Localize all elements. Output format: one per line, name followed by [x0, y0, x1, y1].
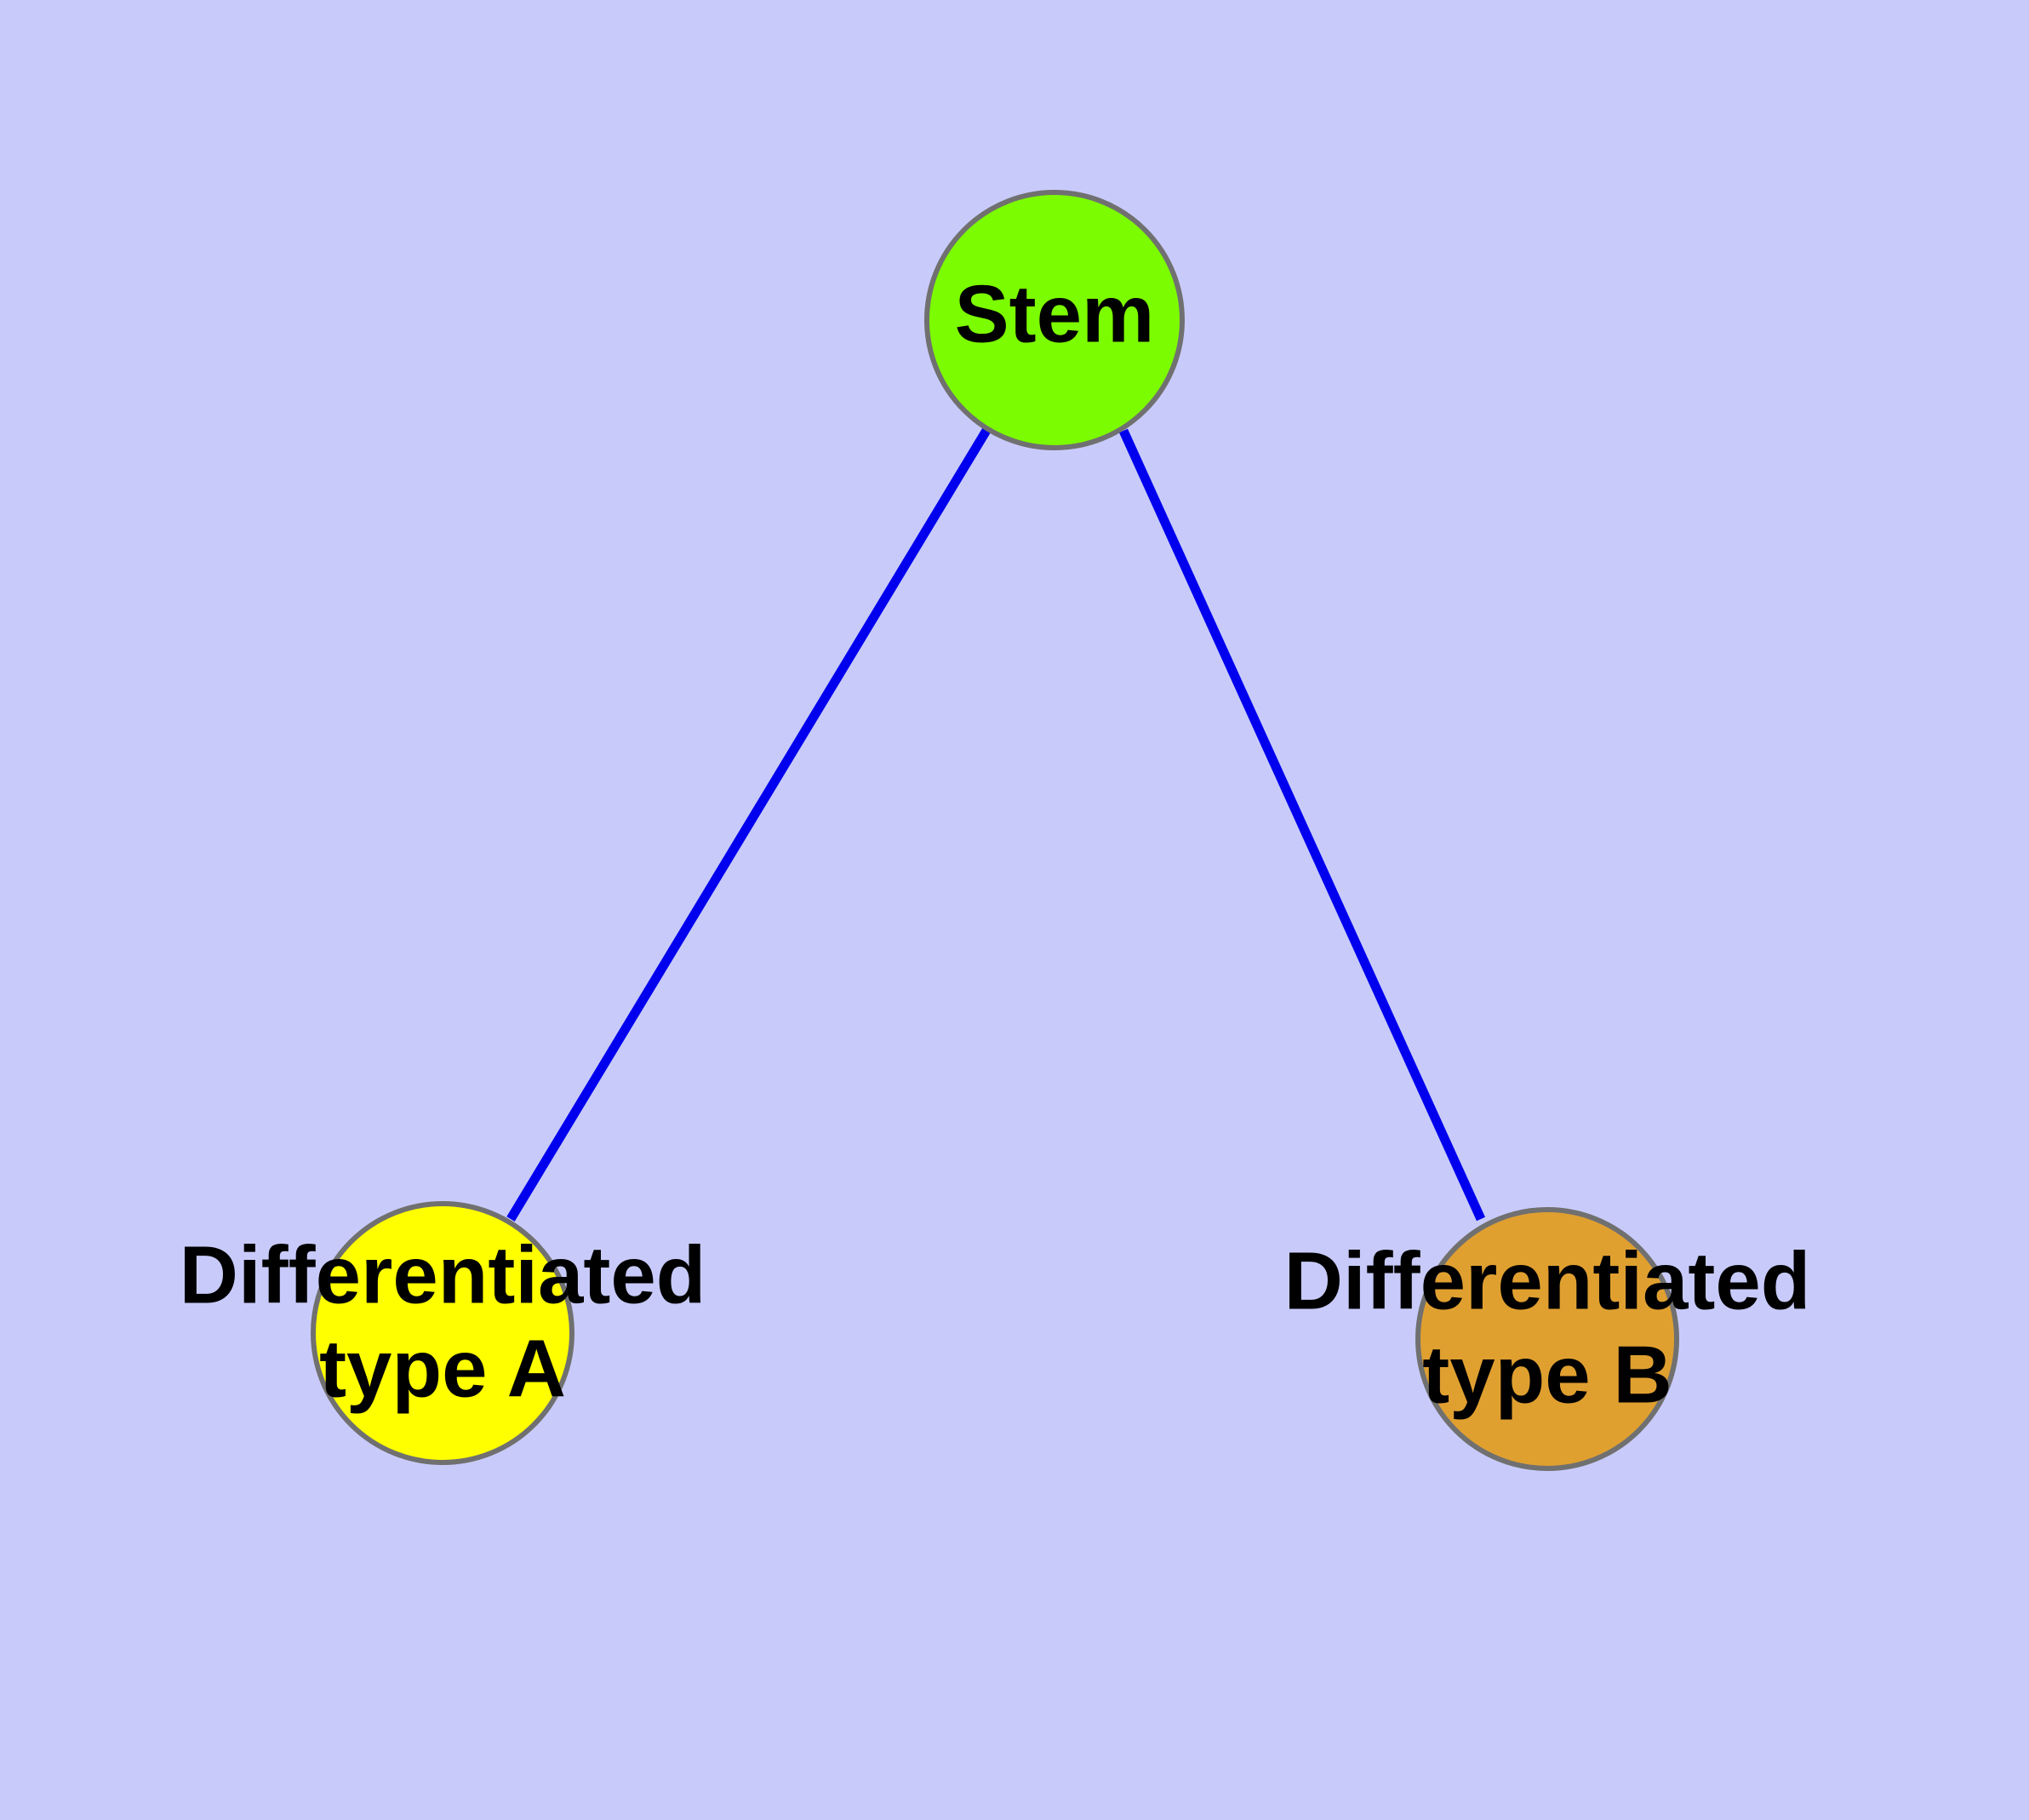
node-stem-label-line-1: Stem: [955, 268, 1155, 359]
node-differentiated-type-b-label-line-1: Differentiated: [1284, 1235, 1811, 1326]
node-differentiated-type-a-label-line-2: type A: [319, 1323, 566, 1414]
edges-group: [506, 426, 1486, 1222]
node-differentiated-type-b-circle[interactable]: [1415, 1207, 1679, 1471]
node-stem[interactable]: Stem: [924, 190, 1185, 450]
edge-stem-to-diff-b: [1118, 428, 1486, 1222]
edge-stem-to-diff-a: [506, 426, 992, 1222]
node-differentiated-type-b-label-line-2: type B: [1422, 1329, 1672, 1420]
node-stem-circle[interactable]: [924, 190, 1185, 450]
nodes-group: Stem Differentiated type A Differentiate…: [180, 190, 1811, 1471]
node-differentiated-type-a-label-line-1: Differentiated: [180, 1229, 706, 1320]
node-differentiated-type-b[interactable]: Differentiated type B: [1284, 1207, 1811, 1471]
node-differentiated-type-a-circle[interactable]: [311, 1201, 574, 1465]
node-differentiated-type-a[interactable]: Differentiated type A: [180, 1201, 706, 1465]
